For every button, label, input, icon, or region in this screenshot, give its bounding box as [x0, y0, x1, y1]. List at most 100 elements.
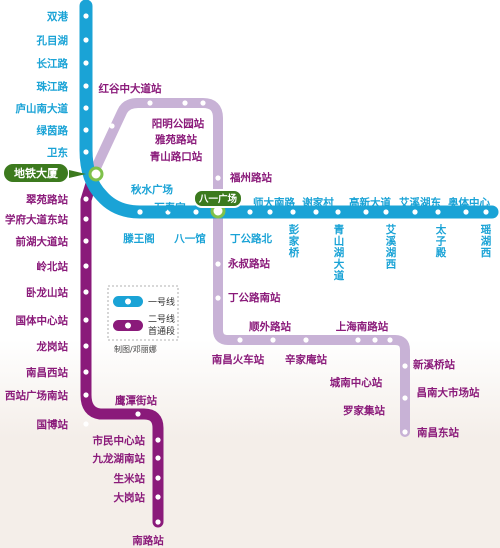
station-dot-line3-9[interactable]: [303, 337, 309, 343]
station-label-line3-13[interactable]: 新溪桥站: [413, 358, 455, 371]
station-label-line2-13[interactable]: 九龙湖南站: [92, 452, 146, 465]
station-dot-line2-12[interactable]: [155, 437, 161, 443]
station-dot-line3-2[interactable]: [182, 100, 188, 106]
station-dot-line2-16[interactable]: [155, 519, 161, 525]
station-label-line3-1[interactable]: 阳明公园站: [152, 117, 205, 130]
station-label-line1-19[interactable]: 艾溪湖东: [399, 196, 441, 209]
station-dot-line1-10[interactable]: [193, 209, 199, 215]
station-dot-line2-6[interactable]: [83, 317, 89, 323]
station-label-line1-16[interactable]: 青山湖大道: [334, 223, 345, 282]
station-dot-line2-5[interactable]: [83, 289, 89, 295]
station-dot-line2-3[interactable]: [83, 238, 89, 244]
station-dot-line1-6[interactable]: [83, 149, 89, 155]
station-dot-line1-1[interactable]: [83, 37, 89, 43]
station-label-line1-15[interactable]: 谢家村: [302, 196, 334, 209]
station-dot-line3-11[interactable]: [372, 337, 378, 343]
station-label-line2-4[interactable]: 岭北站: [37, 260, 69, 273]
station-label-line2-7[interactable]: 龙岗站: [36, 340, 69, 353]
station-label-line3-11[interactable]: 城南中心站: [330, 376, 383, 389]
station-label-line2-3[interactable]: 前湖大道站: [16, 235, 69, 248]
station-label-line1-9[interactable]: 万寿宫: [153, 201, 186, 214]
station-dot-line3-1[interactable]: [147, 100, 153, 106]
station-dot-line3-14[interactable]: [402, 395, 408, 401]
station-dot-line1-5[interactable]: [83, 127, 89, 133]
station-dot-line2-7[interactable]: [83, 343, 89, 349]
station-label-line2-12[interactable]: 市民中心站: [93, 434, 146, 447]
station-label-line1-21[interactable]: 奥体中心: [448, 196, 490, 209]
station-dot-line1-3[interactable]: [83, 83, 89, 89]
station-label-line1-1[interactable]: 孔目湖: [37, 34, 69, 47]
station-label-line3-9[interactable]: 辛家庵站: [285, 353, 327, 366]
station-dot-line1-21[interactable]: [463, 209, 469, 215]
station-label-line2-9[interactable]: 西站广场南站: [5, 389, 68, 402]
station-dot-line2-11[interactable]: [135, 411, 141, 417]
station-label-line3-7[interactable]: 顺外路站: [249, 320, 291, 333]
station-dot-line1-18[interactable]: [383, 209, 389, 215]
station-label-line1-14[interactable]: 彭家桥: [289, 223, 300, 259]
station-dot-line2-10[interactable]: [83, 421, 89, 427]
station-dot-line1-0[interactable]: [83, 13, 89, 19]
station-dot-line3-7[interactable]: [270, 337, 276, 343]
station-dot-line3-10[interactable]: [355, 337, 361, 343]
station-dot-line1-8[interactable]: [137, 209, 143, 215]
station-dot-line1-20[interactable]: [435, 209, 441, 215]
station-dot-line1-9[interactable]: [165, 209, 171, 215]
station-dot-line3-4[interactable]: [215, 175, 221, 181]
station-dot-line3-0[interactable]: [109, 123, 115, 129]
station-dot-line3-3[interactable]: [200, 100, 206, 106]
metro-tower-badge[interactable]: 地铁大厦: [2, 162, 70, 184]
station-label-line3-12[interactable]: 罗家集站: [343, 404, 385, 417]
station-label-line3-15[interactable]: 南昌东站: [417, 426, 459, 439]
station-label-line2-10[interactable]: 国博站: [37, 418, 69, 431]
station-label-line1-5[interactable]: 绿茵路: [37, 124, 69, 137]
station-label-line2-14[interactable]: 生米站: [114, 472, 146, 485]
station-dot-line3-5[interactable]: [215, 261, 221, 267]
station-label-line3-8[interactable]: 南昌火车站: [212, 353, 265, 366]
interchange-weidong[interactable]: [88, 166, 104, 182]
station-dot-line3-12[interactable]: [387, 337, 393, 343]
station-dot-line1-13[interactable]: [267, 209, 273, 215]
station-dot-line1-15[interactable]: [313, 209, 319, 215]
station-label-line2-2[interactable]: 学府大道东站: [5, 213, 68, 226]
station-label-line1-2[interactable]: 长江路: [37, 57, 69, 70]
station-label-line3-6[interactable]: 丁公路南站: [228, 291, 281, 304]
station-dot-line1-2[interactable]: [83, 60, 89, 66]
station-dot-line3-13[interactable]: [402, 363, 408, 369]
station-label-line2-6[interactable]: 国体中心站: [16, 314, 69, 327]
station-dot-line1-17[interactable]: [363, 209, 369, 215]
station-label-line3-2[interactable]: 雅苑路站: [155, 133, 197, 146]
station-dot-line2-13[interactable]: [155, 455, 161, 461]
station-label-line1-12[interactable]: 丁公路北: [230, 232, 272, 245]
station-label-line2-15[interactable]: 大岗站: [114, 491, 146, 504]
station-dot-line3-8[interactable]: [237, 337, 243, 343]
station-dot-line1-19[interactable]: [412, 209, 418, 215]
station-label-line1-0[interactable]: 双港: [46, 10, 68, 23]
station-dot-line2-14[interactable]: [155, 475, 161, 481]
station-dot-line1-12[interactable]: [247, 209, 253, 215]
station-label-line1-10[interactable]: 八一馆: [173, 232, 206, 245]
station-label-line2-1[interactable]: 翠苑路站: [26, 193, 68, 206]
station-label-line3-5[interactable]: 永叔路站: [227, 257, 270, 270]
station-dot-line1-4[interactable]: [83, 105, 89, 111]
station-dot-line2-1[interactable]: [83, 196, 89, 202]
station-label-line1-4[interactable]: 庐山南大道: [16, 102, 69, 115]
station-label-line2-5[interactable]: 卧龙山站: [26, 286, 68, 299]
station-dot-line2-2[interactable]: [83, 216, 89, 222]
station-dot-line2-15[interactable]: [155, 494, 161, 500]
station-label-line1-13[interactable]: 师大南路: [253, 196, 295, 209]
station-label-line1-3[interactable]: 珠江路: [37, 80, 69, 93]
station-label-line2-11[interactable]: 鹰潭街站: [115, 394, 157, 407]
station-dot-line3-15[interactable]: [402, 429, 408, 435]
station-label-line3-4[interactable]: 福州路站: [229, 171, 272, 184]
station-label-line1-22[interactable]: 瑶湖西: [481, 223, 492, 259]
station-label-line1-6[interactable]: 卫东: [47, 146, 68, 159]
station-dot-line1-22[interactable]: [483, 209, 489, 215]
station-label-line3-3[interactable]: 青山路口站: [150, 150, 203, 163]
station-dot-line2-9[interactable]: [83, 392, 89, 398]
station-label-line1-18[interactable]: 艾溪湖西: [386, 223, 397, 271]
station-label-line2-8[interactable]: 南昌西站: [26, 366, 68, 379]
station-dot-line3-6[interactable]: [215, 295, 221, 301]
station-label-line3-10[interactable]: 上海南路站: [336, 320, 389, 333]
station-dot-line2-4[interactable]: [83, 263, 89, 269]
station-dot-line1-16[interactable]: [335, 209, 341, 215]
